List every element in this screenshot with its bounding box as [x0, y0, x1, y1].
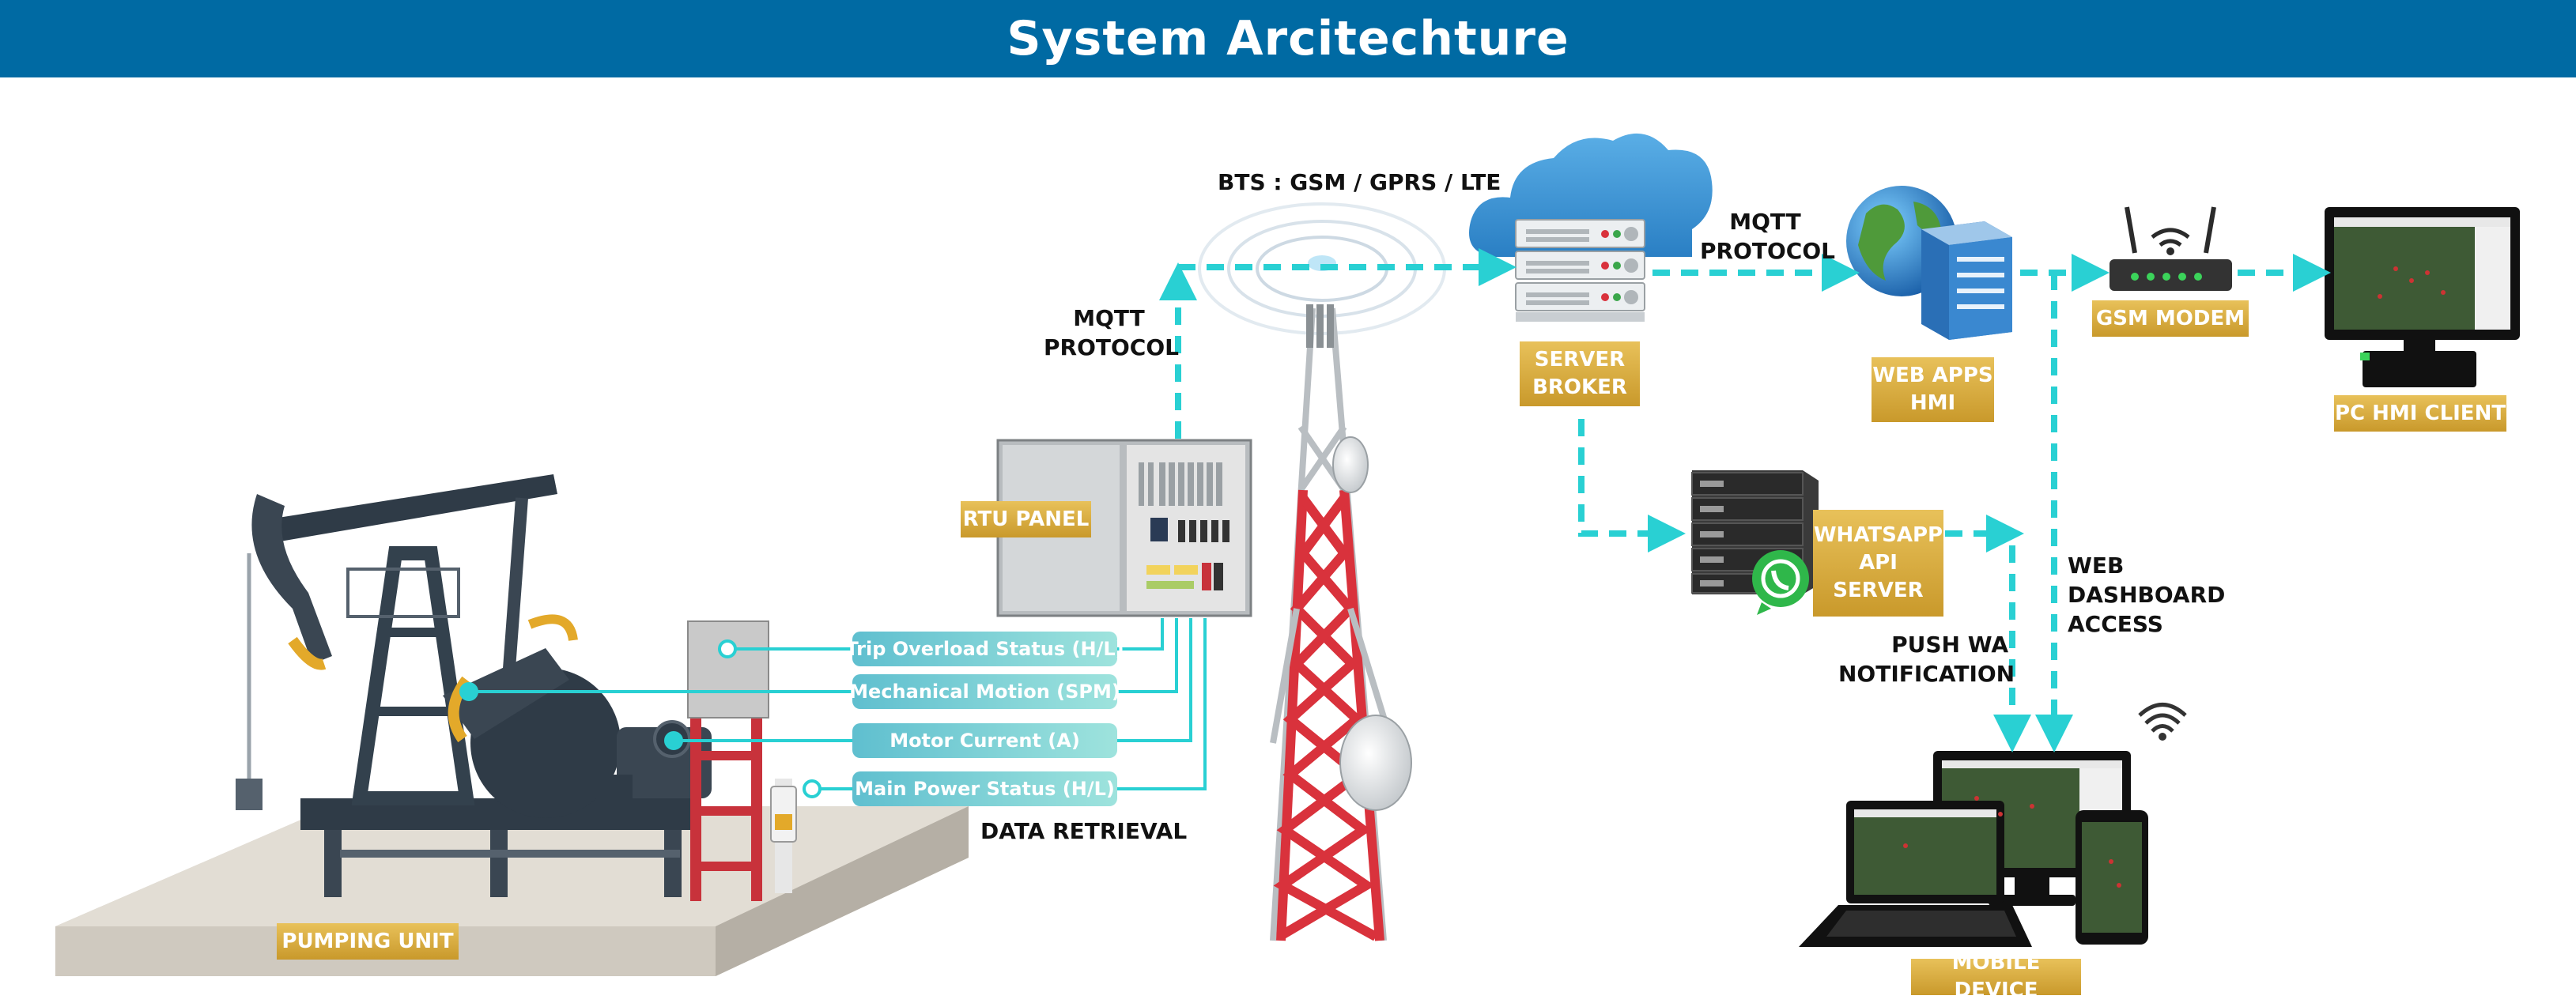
mqtt-protocol-left: MQTT PROTOCOL — [1044, 304, 1179, 362]
oil-pumpjack-icon — [236, 474, 712, 897]
web-apps-badge: WEB APPS HMI — [1872, 357, 1994, 422]
mqtt-left-line-2: PROTOCOL — [1044, 334, 1179, 360]
devices-icon — [1799, 703, 2187, 947]
desktop-pc-icon — [2325, 207, 2520, 387]
web-dashboard-line-1: WEB — [2068, 553, 2125, 579]
signal-motor-current: Motor Current (A) — [852, 723, 1117, 758]
web-apps-line-2: HMI — [1909, 391, 1956, 415]
web-dashboard-label: WEB DASHBOARD ACCESS — [2068, 551, 2226, 639]
push-wa-label: PUSH WA NOTIFICATION — [1838, 630, 2015, 688]
ground-slab — [55, 806, 969, 976]
data-retrieval-label: DATA RETRIEVAL — [980, 818, 1188, 844]
web-dashboard-line-3: ACCESS — [2068, 611, 2163, 637]
server-broker-line-1: SERVER — [1534, 348, 1626, 371]
title-banner: System Arcitechture — [0, 0, 2576, 77]
pumping-unit-badge: PUMPING UNIT — [277, 923, 459, 960]
cloud-server-icon — [1469, 133, 1713, 322]
bts-label: BTS : GSM / GPRS / LTE — [1218, 169, 1501, 195]
whatsapp-line-3: SERVER — [1833, 579, 1924, 602]
link-broker-to-whatsapp — [1578, 419, 1686, 553]
whatsapp-api-badge: WHATSAPP API SERVER — [1813, 510, 1943, 617]
mqtt-protocol-right: MQTT PROTOCOL — [1700, 207, 1835, 266]
whatsapp-line-1: WHATSAPP — [1813, 523, 1943, 547]
page-title: System Arcitechture — [1007, 11, 1569, 66]
web-server-globe-icon — [1846, 186, 2012, 340]
red-ladder-structure — [687, 620, 769, 901]
mqtt-right-line-2: PROTOCOL — [1700, 238, 1835, 264]
gsm-modem-badge: GSM MODEM — [2092, 300, 2249, 337]
web-apps-line-1: WEB APPS — [1872, 364, 1993, 387]
whatsapp-icon — [1752, 550, 1809, 615]
cell-tower-icon — [1198, 202, 1446, 941]
server-broker-badge: SERVER BROKER — [1520, 341, 1640, 406]
mobile-device-badge: MOBILE DEVICE — [1911, 951, 2081, 1002]
signal-main-power: Main Power Status (H/L) — [852, 771, 1117, 806]
comm-links — [1159, 248, 2331, 752]
server-broker-line-2: BROKER — [1532, 375, 1627, 399]
rtu-panel-badge: RTU PANEL — [961, 501, 1091, 537]
web-dashboard-line-2: DASHBOARD — [2068, 582, 2226, 608]
mqtt-right-line-1: MQTT — [1729, 209, 1801, 235]
pc-hmi-badge: PC HMI CLIENT — [2334, 395, 2506, 432]
rtu-panel-icon — [996, 439, 1252, 617]
whatsapp-line-2: API — [1859, 551, 1898, 575]
push-wa-line-2: NOTIFICATION — [1838, 661, 2015, 687]
wifi-router-icon — [2110, 206, 2232, 291]
mqtt-left-line-1: MQTT — [1073, 305, 1145, 331]
signal-mechanical-motion: Mechanical Motion (SPM) — [849, 674, 1120, 709]
power-switch-post — [770, 779, 797, 893]
push-wa-line-1: PUSH WA — [1891, 632, 2008, 658]
signal-trip-overload: Trip Overload Status (H/L) — [845, 632, 1124, 666]
